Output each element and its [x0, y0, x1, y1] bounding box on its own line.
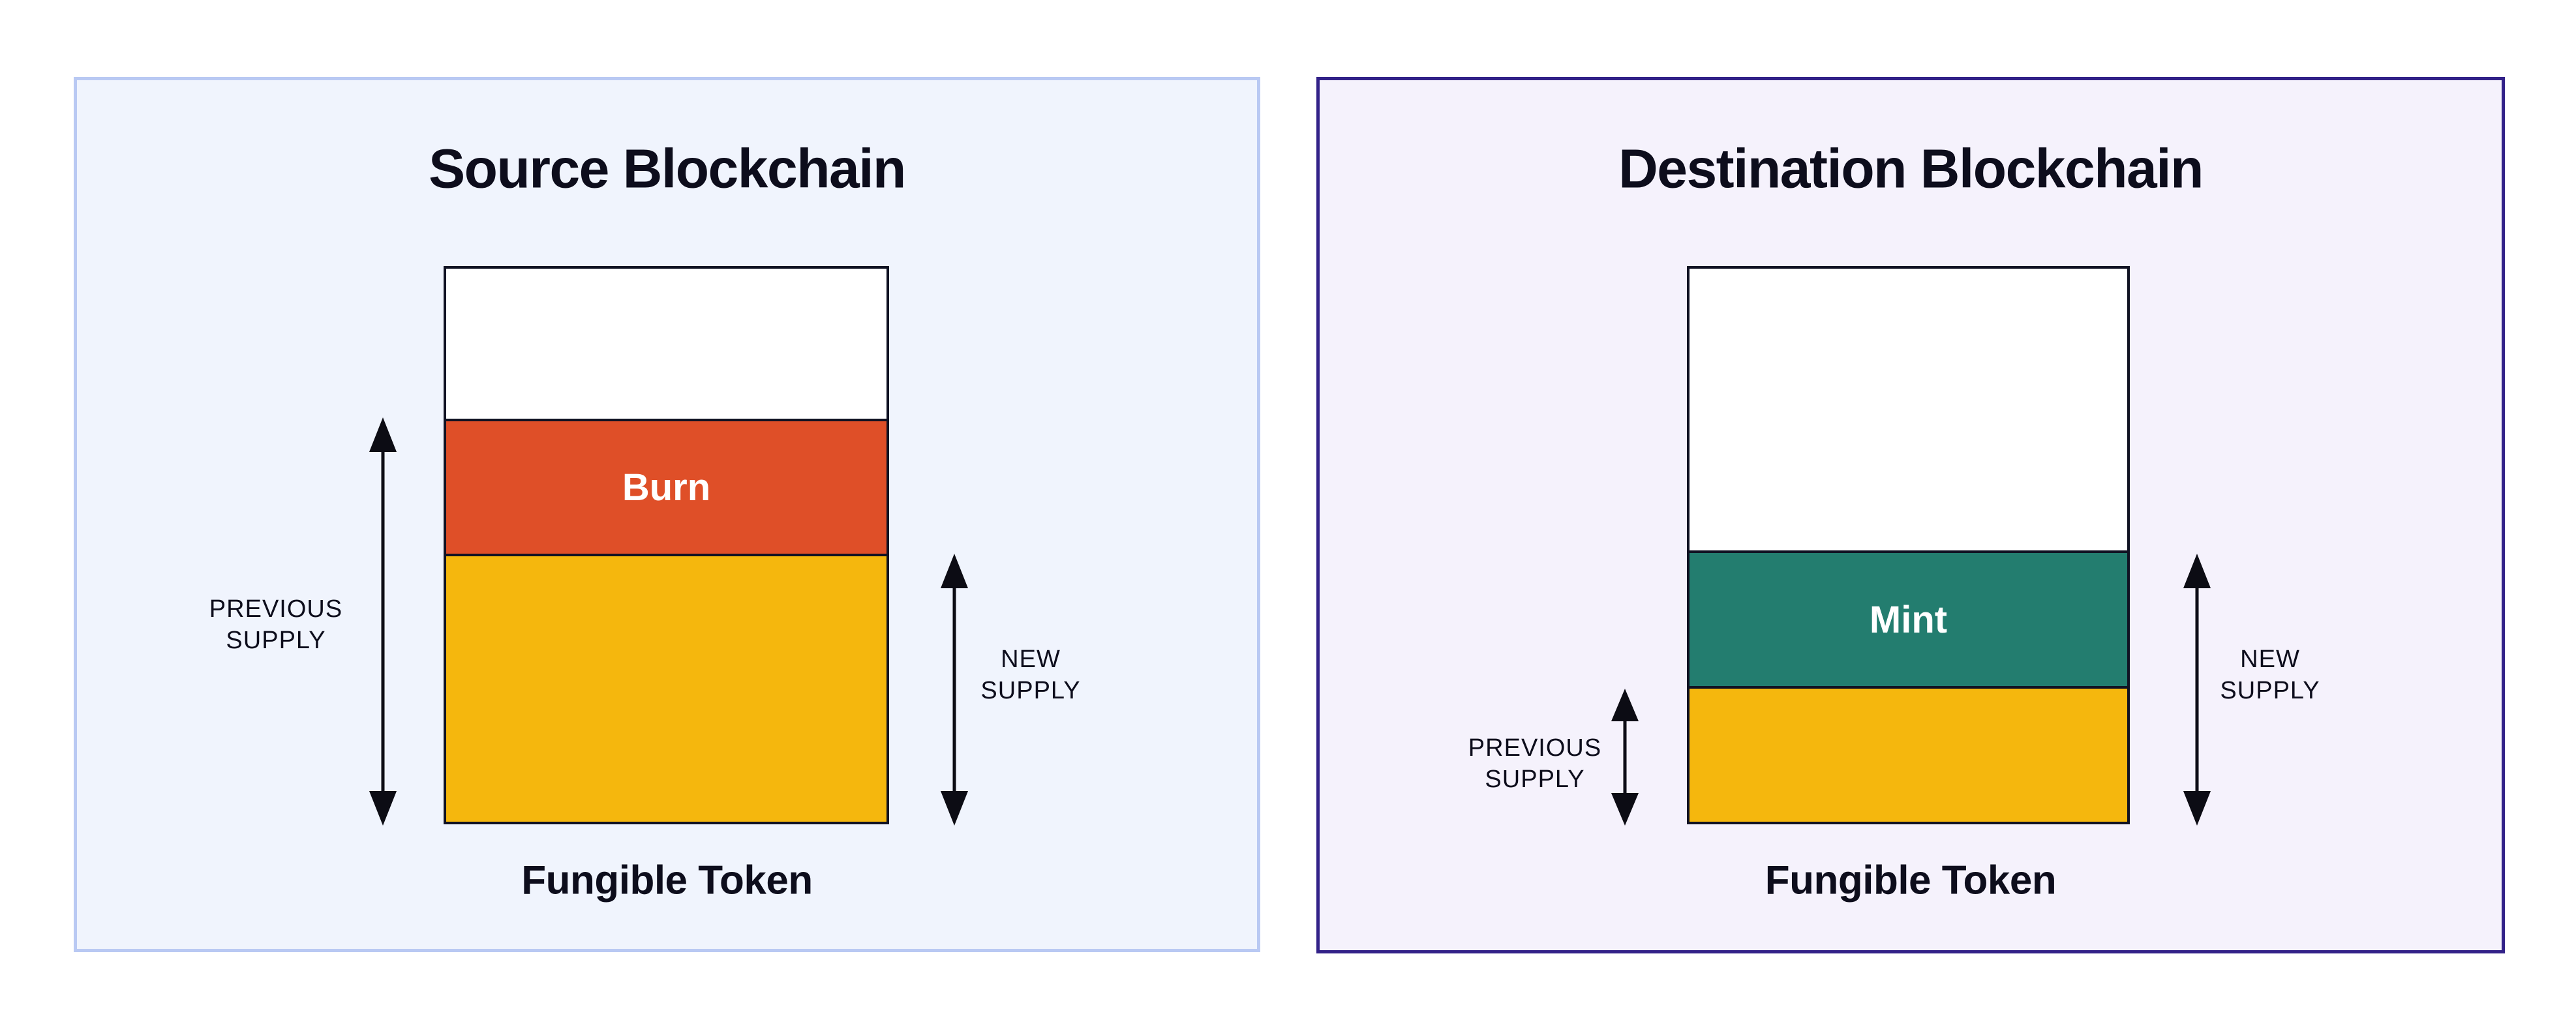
destination-previous-supply-arrow	[1611, 689, 1639, 826]
source-new-supply-arrow	[941, 554, 968, 826]
source-previous-supply-label: PREVIOUS SUPPLY	[209, 595, 343, 654]
destination-previous-supply-label: PREVIOUS SUPPLY	[1468, 734, 1602, 793]
source-new-supply-label: NEW SUPPLY	[980, 646, 1081, 704]
source-previous-supply-arrow	[369, 417, 397, 826]
source-token-bar: Burn	[444, 266, 889, 824]
destination-new-supply-label: NEW SUPPLY	[2220, 646, 2320, 704]
destination-empty-segment	[1690, 269, 2127, 550]
mint-segment: Mint	[1690, 550, 2127, 686]
destination-previous-supply-segment	[1690, 686, 2127, 822]
destination-new-supply-arrow	[2183, 554, 2211, 826]
mint-segment-label: Mint	[1869, 598, 1948, 641]
destination-blockchain-panel: Destination Blockchain Mint PREVIOUS SUP…	[1316, 77, 2505, 953]
destination-token-label: Fungible Token	[1765, 858, 2057, 903]
source-panel-title: Source Blockchain	[429, 138, 906, 200]
destination-panel-title: Destination Blockchain	[1618, 138, 2204, 200]
burn-segment: Burn	[446, 419, 886, 554]
destination-token-bar: Mint	[1687, 266, 2130, 824]
source-token-label: Fungible Token	[521, 858, 813, 903]
source-blockchain-panel: Source Blockchain Burn PREVIOUS SUPPLY N…	[74, 77, 1260, 952]
burn-segment-label: Burn	[622, 466, 711, 509]
source-empty-segment	[446, 269, 886, 419]
source-remaining-supply-segment	[446, 554, 886, 822]
